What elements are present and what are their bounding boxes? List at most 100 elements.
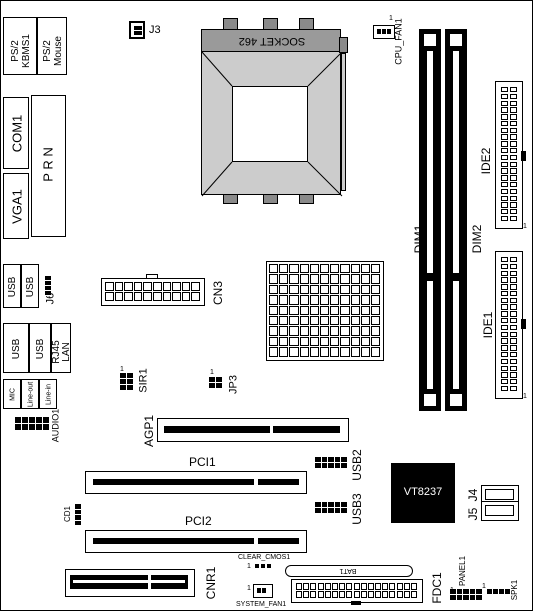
fdc1-pin [331,583,338,590]
cn3-pin [133,292,143,301]
ide2-pin [510,100,517,106]
cn3-pin [191,292,200,301]
spk1-header [487,589,511,595]
j3-label: J3 [149,24,161,36]
dimm2-top-clip [449,33,463,47]
ide1-pin [501,257,508,263]
fdc1-pin [411,591,417,598]
pci2-slot-key [254,538,258,544]
com1-port: COM1 [3,97,29,169]
heatsink-fin [319,305,330,315]
fdc1-pin [382,591,389,598]
ide2-pin [510,127,517,134]
heatsink-fin [269,295,279,305]
heatsink-fin [309,336,319,347]
ide1-pin [501,318,508,324]
ide1-label: IDE1 [481,311,495,339]
cn3-pin [181,282,191,291]
fdc1-pin [339,591,346,598]
heatsink-fin [269,284,279,295]
j6-header [45,276,51,296]
ide1-connector [495,251,523,399]
fdc1-pin [310,591,317,598]
usb-port-bottom-a: USB [3,323,29,373]
ide2-pin [510,141,517,147]
cn3-label: CN3 [211,281,225,306]
heatsink-fin [350,295,360,305]
heatsink-fin [350,336,360,347]
ide2-pin [501,114,508,120]
fdc1-pin [353,583,360,590]
heatsink-fin [289,305,299,315]
ide2-pin [510,215,517,222]
ide2-pin [501,188,508,195]
heatsink-fin [309,347,319,357]
pci1-slot [85,471,307,494]
ide1-pin [501,331,508,337]
heatsink-fin [309,295,319,305]
prn-label: P R N [40,147,56,182]
pci1-slot-channel [93,479,299,485]
cn3-power-connector [101,278,205,306]
heatsink-fin [319,264,330,274]
ide1-pin [510,365,517,371]
cn3-pin [162,292,172,301]
heatsink-fin [360,274,370,284]
ide2-pin [501,120,508,127]
ide2-pin [501,202,508,208]
system-fan-pin [262,588,266,593]
ide2-pin [510,161,517,167]
ide2-pin [510,188,517,195]
heatsink-fin [279,295,289,305]
heatsink-fin [309,274,319,284]
cn3-pin [172,292,181,301]
heatsink-fin [269,336,279,347]
ide1-pin [510,331,517,337]
fdc1-pin [403,583,410,590]
ide2-pin [510,134,517,140]
ide2-pin [510,154,517,161]
dim1-label: DIM1 [412,224,426,254]
cpu-fan-pin [382,29,386,34]
ide2-pin [501,175,508,181]
heatsink-fin [370,295,381,305]
heatsink-fin [289,284,299,295]
ide2-pin [501,161,508,167]
mic-jack: MIC [3,379,21,409]
ps2-kbms-port: PS/2 KBMS1 [3,17,37,75]
heatsink-fin [299,326,309,336]
heatsink-fin [370,305,381,315]
heatsink-fin [330,274,340,284]
cnr1-slot-key [148,575,151,589]
fdc1-pin [346,583,353,590]
usb2-header [315,457,347,469]
printer-port: P R N [31,95,66,237]
heatsink-fin [350,274,360,284]
heatsink-fin [279,336,289,347]
ide2-connector [495,81,523,229]
jp3-pin-one: 1 [210,369,214,376]
fdc1-connector [291,579,423,603]
heatsink-fin [340,295,350,305]
heatsink-fin [299,284,309,295]
usb3-header [315,502,347,514]
ide1-key [521,319,526,329]
ide1-pin [501,365,508,371]
ide1-pin [510,372,517,378]
fdc1-pin [389,591,396,598]
heatsink-fin [279,347,289,357]
fdc1-label: FDC1 [430,572,444,604]
heatsink-fin [350,347,360,357]
pci2-label: PCI2 [185,514,212,528]
usb-label: USB [7,276,18,298]
heatsink-fin [319,274,330,284]
fdc1-pin [375,591,382,598]
cn3-pin [105,282,114,291]
fdc1-pins [296,583,418,599]
ide1-pin [510,379,517,385]
cpu-socket: SOCKET 462 [201,29,343,197]
heatsink-fin [360,264,370,274]
heatsink-fin [350,264,360,274]
audio1-header [15,417,49,430]
system-fan-connector [253,584,273,598]
